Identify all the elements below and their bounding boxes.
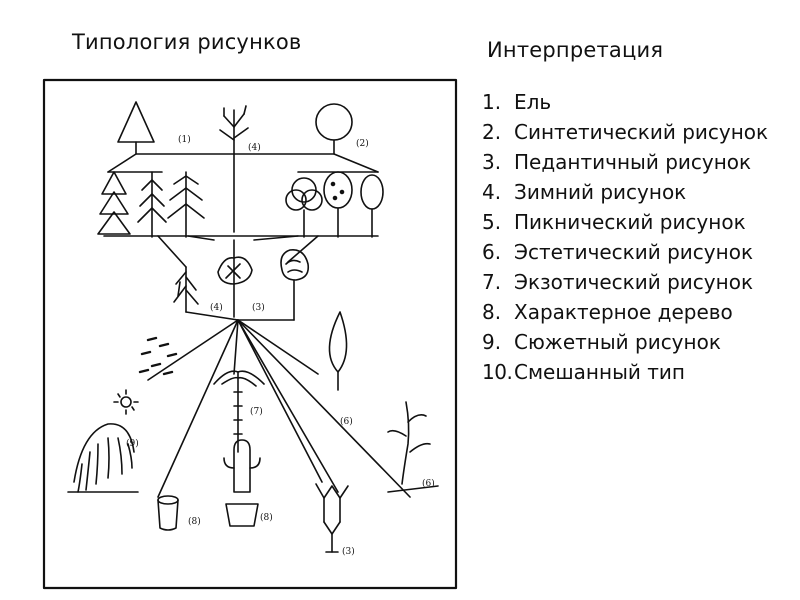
weeping-willow-icon [67, 423, 139, 493]
triangle-tree-icon [117, 101, 155, 155]
leaf-tree-icon [328, 311, 348, 391]
connector-left-roof [107, 153, 379, 173]
willow-tree-icon [173, 266, 199, 313]
figure-title: Типология рисунков [72, 30, 302, 54]
winter-tree-icon [219, 105, 249, 233]
list-item: 6.Эстетический рисунок [482, 240, 754, 264]
interpretation-title: Интерпретация [487, 38, 664, 62]
label-3-bottom: (3) [342, 546, 355, 557]
list-item: 7.Экзотический рисунок [482, 270, 754, 294]
label-3-middle: (3) [252, 302, 265, 313]
list-item: 4.Зимний рисунок [482, 180, 687, 204]
stacked-spruce-icon [97, 171, 131, 235]
geometric-tree-icon [315, 483, 349, 553]
label-8-center: (8) [260, 512, 273, 523]
leafy-bush-icon [217, 239, 253, 318]
label-8-left: (8) [188, 516, 201, 527]
tree-typology-diagram: (1) (4) (2) (4) (3) (7) (9) (6) (6) (8) … [42, 78, 458, 590]
curly-tree-icon [280, 248, 310, 321]
dotted-tree-icon [323, 171, 353, 238]
palm-tree-icon [213, 370, 265, 453]
list-item: 2.Синтетический рисунок [482, 120, 769, 144]
fir-tree-icon [167, 171, 205, 238]
list-item: 10.Смешанный тип [482, 360, 685, 384]
label-4-top: (4) [248, 142, 261, 153]
label-6-middle: (6) [340, 416, 353, 427]
stylised-branch-icon [387, 401, 439, 493]
interpretation-list: 1.Ель 2.Синтетический рисунок 3.Педантич… [482, 90, 792, 390]
line-spruce-icon [137, 171, 167, 238]
bushy-tree-icon [285, 177, 323, 238]
list-item: 8.Характерное дерево [482, 300, 733, 324]
list-item: 1.Ель [482, 90, 552, 114]
tree-stump-icon [157, 495, 179, 531]
oval-tree-icon [360, 174, 384, 238]
label-6-right: (6) [422, 478, 435, 489]
list-item: 5.Пикнический рисунок [482, 210, 746, 234]
label-2: (2) [356, 138, 369, 149]
ray-lines [147, 319, 411, 498]
diagram-frame [42, 78, 458, 590]
label-4-middle: (4) [210, 302, 223, 313]
label-1: (1) [178, 134, 191, 145]
round-tree-icon [315, 103, 353, 155]
potted-cactus-icon [223, 439, 261, 527]
list-item: 9.Сюжетный рисунок [482, 330, 721, 354]
label-7: (7) [250, 406, 263, 417]
list-item: 3.Педантичный рисунок [482, 150, 752, 174]
label-9: (9) [126, 438, 139, 449]
sun-icon [113, 389, 139, 415]
birds-icon [138, 336, 178, 376]
